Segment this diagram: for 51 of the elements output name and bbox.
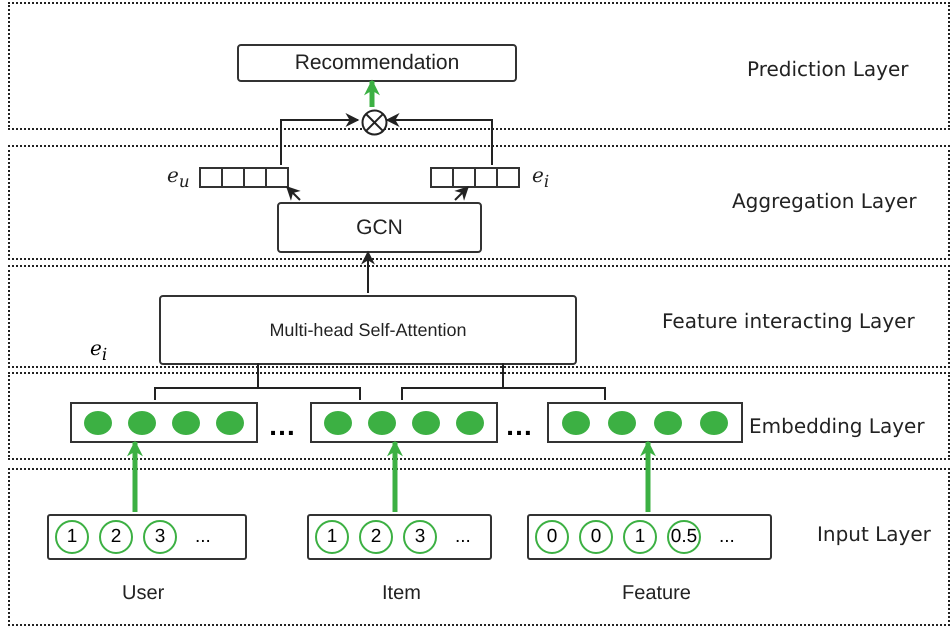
layer-band	[8, 265, 950, 368]
arrow	[361, 250, 375, 293]
embedding-vector	[70, 402, 258, 443]
input-vector	[307, 514, 492, 560]
vector-bar	[199, 167, 289, 188]
arrow	[280, 113, 360, 165]
input-vector	[47, 514, 247, 560]
ellipsis-text: ...	[718, 526, 736, 548]
layer-title: Input Layer	[817, 522, 931, 546]
arrow	[127, 440, 143, 512]
ellipsis-text: ...	[194, 526, 212, 548]
input-value: 1	[315, 520, 349, 554]
input-value: 2	[359, 520, 393, 554]
ellipsis-text: …	[505, 410, 533, 442]
input-caption: User	[122, 582, 164, 605]
layer-band	[8, 468, 950, 626]
arrow	[640, 440, 656, 512]
input-value: 0	[535, 520, 569, 554]
vector-label: e$_{i}$	[532, 163, 550, 191]
process-box: GCN	[277, 202, 482, 253]
product-operator	[361, 109, 388, 136]
vector-label: e$_{i}$	[90, 336, 108, 364]
layer-band	[8, 145, 950, 260]
process-box: Multi-head Self-Attention	[159, 295, 577, 365]
ellipsis-text: …	[268, 410, 296, 442]
ellipsis-text: ...	[454, 526, 472, 548]
layer-title: Embedding Layer	[749, 414, 925, 438]
vector-label: e$_{u}$	[167, 163, 190, 191]
embedding-vector	[310, 402, 498, 443]
layer-title: Aggregation Layer	[732, 189, 917, 213]
embedding-vector	[547, 402, 743, 443]
arrow	[286, 186, 301, 201]
layer-band	[8, 372, 950, 460]
arrow	[387, 440, 403, 512]
input-value: 3	[403, 520, 437, 554]
input-caption: Feature	[622, 582, 691, 605]
arrow	[364, 79, 380, 107]
input-value: 0.5	[667, 520, 701, 554]
vector-bar	[430, 167, 520, 188]
input-value: 0	[579, 520, 613, 554]
arrow	[386, 113, 493, 165]
input-value: 1	[55, 520, 89, 554]
arrow	[454, 186, 469, 201]
input-vector	[527, 514, 772, 560]
input-caption: Item	[382, 582, 421, 605]
input-value: 3	[143, 520, 177, 554]
layer-title: Prediction Layer	[747, 57, 908, 81]
process-box: Recommendation	[237, 44, 517, 82]
input-value: 1	[623, 520, 657, 554]
input-value: 2	[99, 520, 133, 554]
layer-title: Feature interacting Layer	[662, 309, 915, 333]
